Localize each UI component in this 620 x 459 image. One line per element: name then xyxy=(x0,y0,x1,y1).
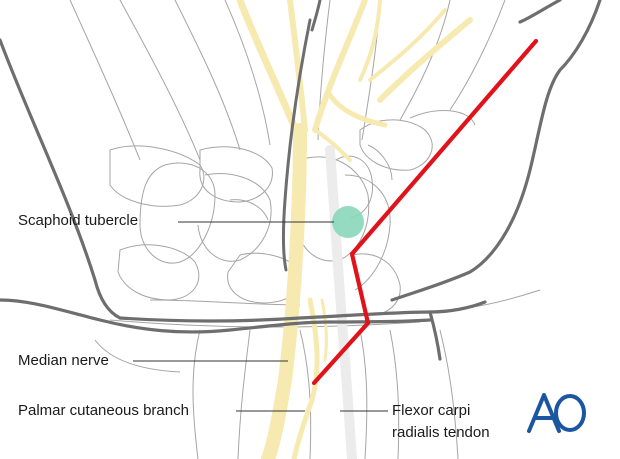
leader-lines xyxy=(133,221,388,412)
median-nerve-label: Median nerve xyxy=(18,352,109,369)
palmar-cutaneous-branch-label: Palmar cutaneous branch xyxy=(18,402,189,419)
median-nerve-branches xyxy=(236,0,473,459)
hand-outline xyxy=(0,0,602,361)
ao-logo xyxy=(527,393,586,433)
scaphoid-tubercle-label: Scaphoid tubercle xyxy=(18,212,139,229)
scaphoid-tubercle-marker xyxy=(332,206,364,238)
flexor-carpi-radialis-label-line1: Flexor carpi xyxy=(392,402,471,419)
incision-line xyxy=(311,38,539,386)
carpal-bones xyxy=(69,0,541,459)
flexor-carpi-radialis-tendon xyxy=(325,145,357,459)
flexor-carpi-radialis-label-line2: radialis tendon xyxy=(392,424,490,441)
